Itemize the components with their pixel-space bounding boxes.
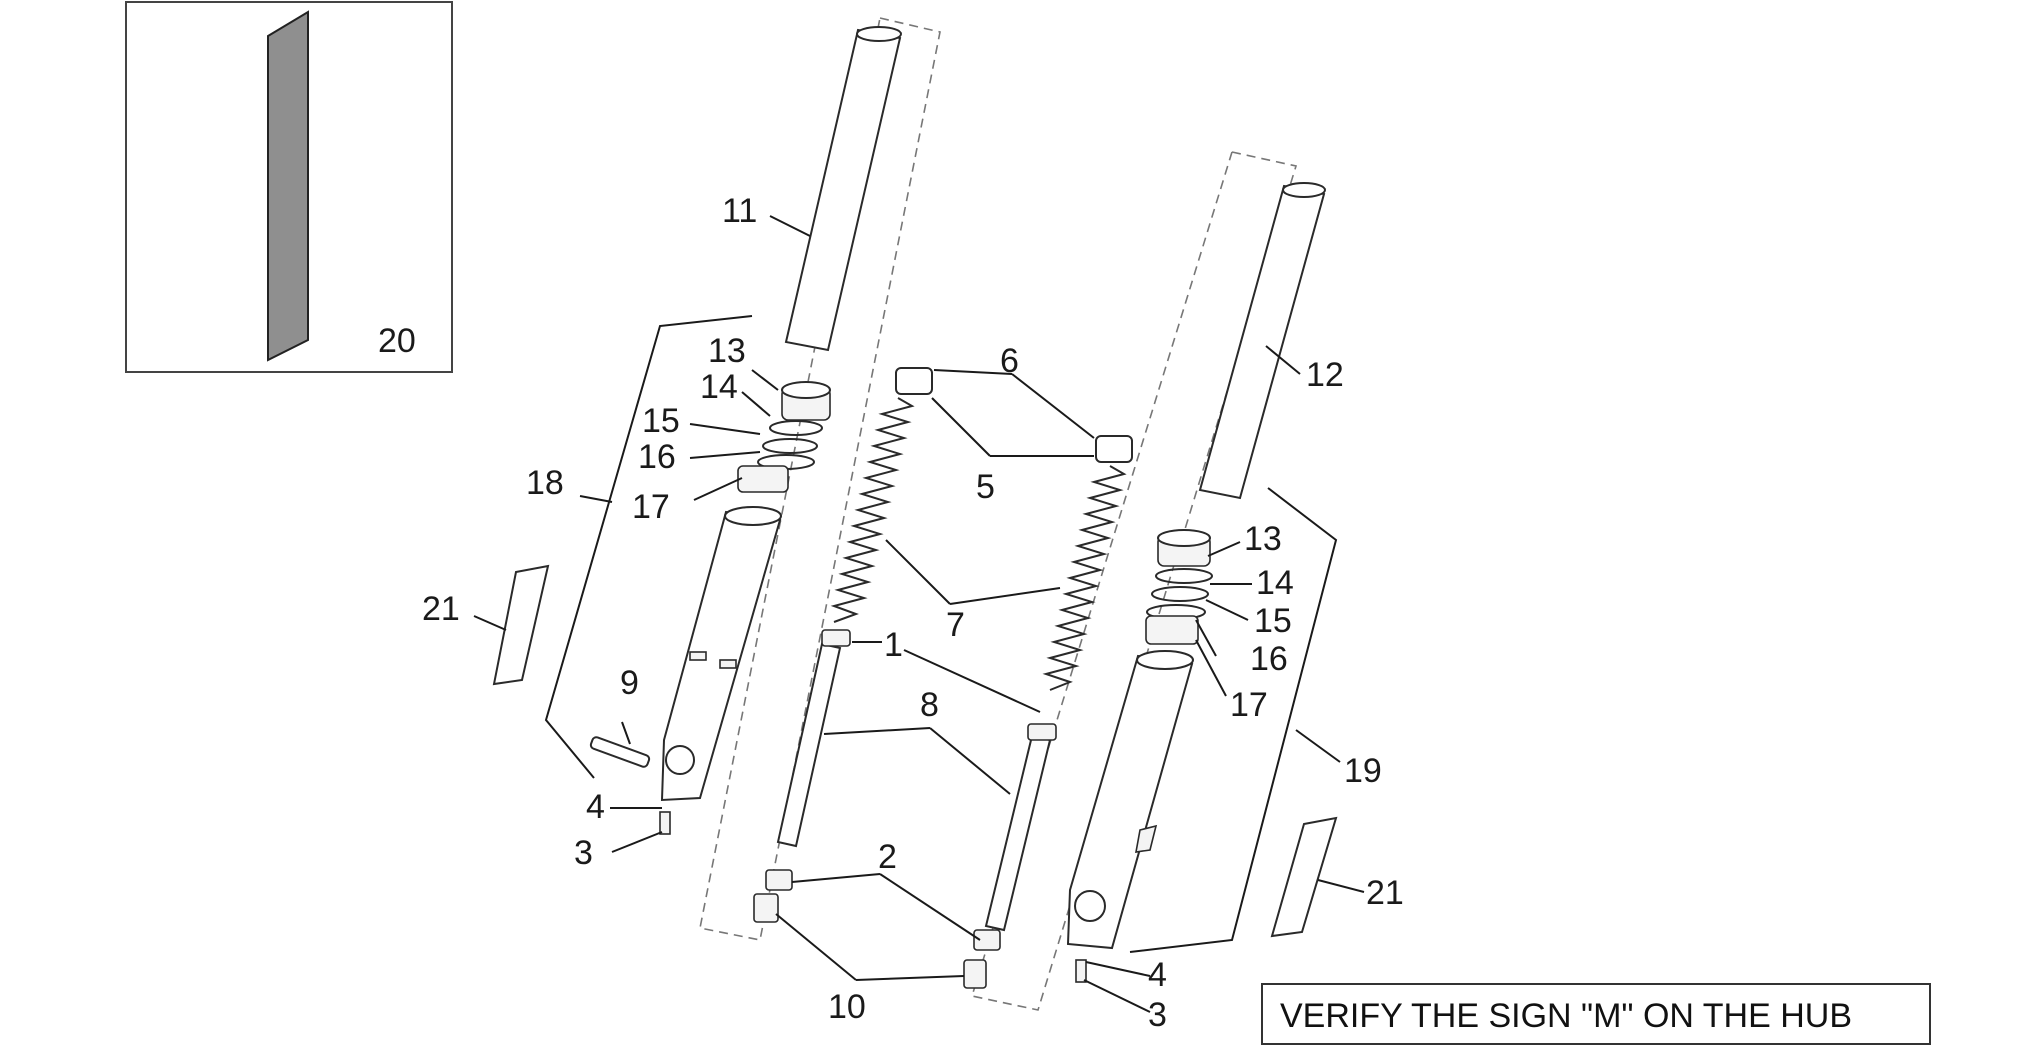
protective-strip-part xyxy=(267,10,309,362)
fork-slider-left-part xyxy=(660,506,782,802)
fork-tube-left-part xyxy=(784,26,902,352)
note-text: VERIFY THE SIGN "M" ON THE HUB xyxy=(1280,997,1852,1035)
leader-lines xyxy=(473,215,1365,1013)
small-parts xyxy=(589,736,1087,989)
callout-10: 10 xyxy=(828,988,866,1026)
callout-14-right: 14 xyxy=(1256,564,1294,602)
fork-slider-right-part xyxy=(1066,650,1194,950)
note-box: VERIFY THE SIGN "M" ON THE HUB xyxy=(1261,983,1931,1045)
callout-14-left: 14 xyxy=(700,368,738,406)
callout-19: 19 xyxy=(1344,752,1382,790)
callout-13-right: 13 xyxy=(1244,520,1282,558)
right-seal-stack xyxy=(1145,529,1213,645)
callout-7: 7 xyxy=(946,606,965,644)
callout-20: 20 xyxy=(378,322,416,360)
callout-6: 6 xyxy=(1000,342,1019,380)
callout-5: 5 xyxy=(976,468,995,506)
callout-18: 18 xyxy=(526,464,564,502)
fork-tube-right-part xyxy=(1198,182,1326,500)
callout-15-left: 15 xyxy=(642,402,680,440)
callout-15-right: 15 xyxy=(1254,602,1292,640)
left-seal-stack xyxy=(737,381,831,493)
guard-plate-left-part xyxy=(492,564,550,686)
callout-3-left: 3 xyxy=(574,834,593,872)
callout-labels: 11 12 13 14 15 16 17 18 21 9 4 3 6 5 7 1… xyxy=(422,192,1404,1034)
callout-21-left: 21 xyxy=(422,590,460,628)
guard-plate-right-part xyxy=(1270,816,1338,938)
spring-left-part xyxy=(830,367,933,623)
damper-rod-left-part xyxy=(776,629,851,848)
callout-9: 9 xyxy=(620,664,639,702)
callout-13-left: 13 xyxy=(708,332,746,370)
callout-16-right: 16 xyxy=(1250,640,1288,678)
callout-21-right: 21 xyxy=(1366,874,1404,912)
inset-box: 20 xyxy=(125,1,453,373)
callout-17-right: 17 xyxy=(1230,686,1268,724)
callout-16-left: 16 xyxy=(638,438,676,476)
assembly-guides xyxy=(699,17,1298,1011)
callout-12: 12 xyxy=(1306,356,1344,394)
callout-17-left: 17 xyxy=(632,488,670,526)
callout-3-right: 3 xyxy=(1148,996,1167,1034)
damper-rod-right-part xyxy=(984,723,1057,932)
callout-1: 1 xyxy=(884,626,903,664)
callout-2: 2 xyxy=(878,838,897,876)
callout-4-left: 4 xyxy=(586,788,605,826)
callout-11: 11 xyxy=(722,192,757,230)
callout-4-right: 4 xyxy=(1148,956,1167,994)
callout-8: 8 xyxy=(920,686,939,724)
spring-right-part xyxy=(1042,435,1133,691)
